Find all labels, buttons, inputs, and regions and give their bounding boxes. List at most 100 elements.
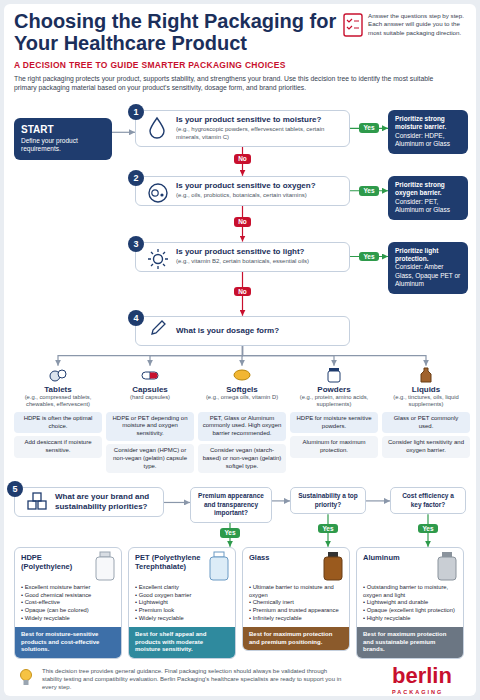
edge-label: Yes	[359, 123, 378, 133]
glass-bottle	[320, 551, 346, 581]
box-text: (e.g., oils, probiotics, botanicals, cer…	[176, 192, 343, 200]
box-text: Define your product requirements.	[21, 137, 105, 154]
material-name: Glass	[243, 548, 349, 584]
box-text: Powders	[290, 385, 378, 394]
box-text: Consider: HDPE, Aluminum or Glass	[395, 132, 461, 149]
question-box: 3Is your product sensitive to light?(e.g…	[135, 242, 350, 272]
box-text: What is your dosage form?	[176, 326, 343, 336]
box-text: Glass or PET commonly used.	[382, 412, 470, 434]
step-number: 3	[128, 236, 144, 252]
title: Choosing the Right Packaging for Your He…	[14, 10, 339, 54]
result-box: Prioritize light protection.Consider: Am…	[388, 242, 468, 294]
box-text: Consider light sensitivity and oxygen ba…	[382, 436, 470, 458]
material-bullet: • Good chemical resistance	[15, 592, 121, 600]
logo-subtext: PACKAGING	[392, 689, 468, 695]
intro-text: The right packaging protects your produc…	[14, 74, 454, 92]
priority-box: Premium appearance and transparency impo…	[190, 487, 272, 522]
priorities-icon	[26, 492, 48, 512]
box-text: HDPE or PET depending on moisture and ox…	[106, 412, 194, 441]
material-bullet: • Lightweight and durable	[357, 599, 463, 607]
capsule-icon	[141, 367, 159, 383]
material-bullet: • Premium and trusted appearance	[243, 607, 349, 615]
material-summary: Best for maximum protection and premium …	[243, 627, 349, 651]
material-summary: Best for shelf appeal and products with …	[129, 627, 235, 658]
light-icon	[147, 248, 169, 270]
material-name: PET (Polyethylene Terephthalate)	[129, 548, 235, 584]
box-text: (e.g., compressed tablets, chewables, ef…	[14, 394, 102, 409]
box-text: What are your brand and sustainability p…	[55, 492, 157, 512]
lightbulb-icon	[18, 668, 34, 688]
aluminum-bottle	[434, 551, 460, 581]
box-text: Prioritize light protection.	[395, 247, 461, 264]
dosage-column: Softgels(e.g., omega oils, vitamin D) PET…	[198, 366, 286, 474]
box-text: Is your product sensitive to light?	[176, 247, 343, 257]
connector	[272, 500, 290, 501]
material-bullet: • Widely recyclable	[129, 615, 235, 623]
material-bullet: • Infinitely recyclable	[243, 615, 349, 623]
box-text: Softgels	[198, 385, 286, 394]
box-text: Aluminum for maximum protection.	[290, 436, 378, 458]
material-bullet: • Chemically inert	[243, 599, 349, 607]
moisture-icon	[147, 116, 167, 138]
material-bullet: • Widely recyclable	[15, 615, 121, 623]
question-box: 1Is your product sensitive to moisture?(…	[135, 110, 350, 147]
tablets-icon	[49, 367, 67, 383]
result-box: Prioritize strong oxygen barrier.Conside…	[388, 176, 468, 220]
priority-box: Cost efficiency a key factor?	[390, 487, 466, 514]
box-text: Consider: Amber Glass, Opaque PET or Alu…	[395, 263, 461, 288]
box-text: (e.g., tinctures, oils, liquid supplemen…	[382, 394, 470, 409]
box-text: Is your product sensitive to moisture?	[176, 115, 343, 125]
edge-label: No	[234, 217, 251, 227]
step-number: 5	[7, 481, 23, 497]
box-text: (e.g., protein, amino acids, supplements…	[290, 394, 378, 409]
material-bullet: • Excellent clarity	[129, 584, 235, 592]
pet-bottle	[206, 551, 232, 581]
material-summary: Best for maximum protection and sustaina…	[357, 627, 463, 658]
box-text: Is your product sensitive to oxygen?	[176, 181, 343, 191]
box-text: Consider vegan (HPMC) or non-vegan (gela…	[106, 444, 194, 473]
connector	[58, 346, 243, 366]
material-bullet: • Excellent moisture barrier	[15, 584, 121, 592]
box-text: HDPE for moisture sensitive powders.	[290, 412, 378, 434]
box-text: HDPE is often the optimal choice.	[14, 412, 102, 434]
edge-label: Yes	[359, 186, 378, 196]
box-text: Cost efficiency a key factor?	[396, 492, 460, 509]
dosage-column: Liquids(e.g., tinctures, oils, liquid su…	[382, 366, 470, 458]
material-bullet: • Ultimate barrier to moisture and oxyge…	[243, 584, 349, 600]
softgel-icon	[233, 367, 251, 383]
edge-label: Yes	[418, 524, 437, 534]
box-text: (e.g., omega oils, vitamin D)	[198, 394, 286, 409]
connector	[150, 346, 243, 366]
edge-label: Yes	[220, 528, 239, 538]
material-bullet: • Premium look	[129, 607, 235, 615]
disclaimer-note: This decision tree provides general guid…	[42, 667, 342, 691]
question-box: 5What are your brand and sustainability …	[14, 487, 164, 517]
connector	[366, 500, 390, 501]
material-card: PET (Polyethylene Terephthalate)• Excell…	[128, 547, 236, 659]
box-text: START	[21, 124, 105, 135]
box-text: PET, Glass or Aluminum commonly used. Hi…	[198, 412, 286, 441]
logo-wordmark: berlin	[392, 665, 468, 687]
box-text: Add desiccant if moisture sensitive.	[14, 436, 102, 458]
edge-label: No	[234, 287, 251, 297]
edge-label: Yes	[318, 524, 337, 534]
dosage-column: Capsules(hard capsules) HDPE or PET depen…	[106, 366, 194, 474]
box-text: (e.g., vitamin B2, certain botanicals, e…	[176, 258, 343, 266]
box-text: Tablets	[14, 385, 102, 394]
material-bullet: • Cost-effective	[15, 599, 121, 607]
step-number: 2	[128, 170, 144, 186]
step-number: 1	[128, 104, 144, 120]
powder-icon	[325, 367, 343, 383]
instruction-note: Answer the questions step by step. Each …	[368, 12, 472, 37]
material-name: Aluminum	[357, 548, 463, 584]
box-text: (hard capsules)	[106, 394, 194, 409]
connector	[164, 502, 190, 503]
box-text: Capsules	[106, 385, 194, 394]
connector	[112, 132, 135, 133]
material-summary: Best for moisture-sensitive products and…	[15, 627, 121, 658]
liquid-icon	[417, 367, 435, 383]
checklist-icon	[342, 12, 364, 38]
connector	[243, 346, 427, 366]
edge-label: Yes	[359, 252, 378, 262]
box-text: Prioritize strong moisture barrier.	[395, 115, 461, 132]
